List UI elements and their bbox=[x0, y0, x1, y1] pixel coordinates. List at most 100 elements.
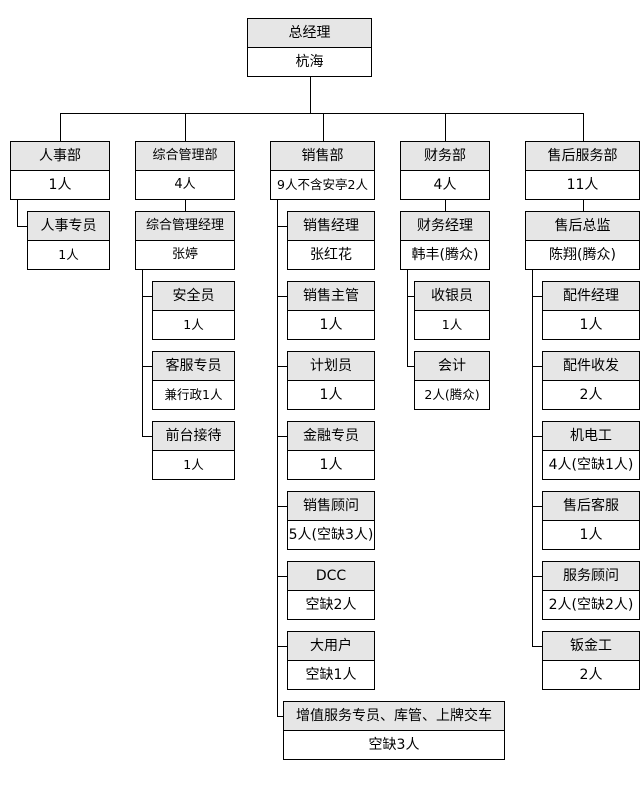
connector-child-elbow-2-7 bbox=[277, 716, 283, 717]
connector-child-elbow-2-5 bbox=[277, 576, 287, 577]
connector-child-elbow-2-4 bbox=[277, 506, 287, 507]
connector-department-drop-4 bbox=[582, 113, 584, 141]
node-root-value: 杭海 bbox=[248, 48, 371, 76]
node-child-3-0-title: 收银员 bbox=[415, 282, 489, 311]
connector-department-drop-3 bbox=[445, 113, 446, 141]
connector-child-elbow-3-1 bbox=[407, 366, 414, 367]
connector-child-elbow-2-2 bbox=[277, 366, 287, 367]
node-child-2-3-title: 金融专员 bbox=[288, 422, 374, 451]
node-child-2-6[interactable]: 大用户空缺1人 bbox=[287, 631, 375, 690]
connector-child-elbow-4-4 bbox=[532, 576, 542, 577]
connector-spine-2 bbox=[277, 199, 278, 716]
node-child-2-0-title: 销售经理 bbox=[288, 212, 374, 241]
node-child-2-2-title: 计划员 bbox=[288, 352, 374, 381]
connector-child-elbow-1-1 bbox=[142, 366, 152, 367]
node-child-1-1-value: 兼行政1人 bbox=[153, 381, 234, 409]
node-manager-3[interactable]: 财务经理韩丰(腾众) bbox=[400, 211, 490, 270]
node-child-1-1[interactable]: 客服专员兼行政1人 bbox=[152, 351, 235, 410]
node-root-title: 总经理 bbox=[248, 19, 371, 48]
node-child-2-4-value: 5人(空缺3人) bbox=[288, 521, 374, 549]
connector-child-elbow-2-3 bbox=[277, 436, 287, 437]
connector-child-elbow-1-0 bbox=[142, 296, 152, 297]
connector-child-elbow-2-0 bbox=[277, 226, 287, 227]
node-department-3-title: 财务部 bbox=[401, 142, 489, 171]
node-department-3-value: 4人 bbox=[401, 171, 489, 199]
node-department-0-title: 人事部 bbox=[11, 142, 109, 171]
connector-spine-4 bbox=[532, 269, 533, 646]
connector-manager-1 bbox=[185, 199, 186, 211]
connector-department-bus bbox=[60, 113, 583, 114]
node-child-2-6-value: 空缺1人 bbox=[288, 661, 374, 689]
node-department-4-title: 售后服务部 bbox=[526, 142, 639, 171]
connector-spine-1 bbox=[142, 269, 143, 436]
node-child-2-0[interactable]: 销售经理张红花 bbox=[287, 211, 375, 270]
node-child-4-3-title: 售后客服 bbox=[543, 492, 639, 521]
node-department-1-title: 综合管理部 bbox=[136, 142, 234, 171]
node-root[interactable]: 总经理杭海 bbox=[247, 18, 372, 77]
node-manager-1-value: 张婷 bbox=[136, 241, 234, 269]
node-child-0-0-title: 人事专员 bbox=[28, 212, 109, 241]
node-department-1-value: 4人 bbox=[136, 171, 234, 199]
connector-spine-3 bbox=[407, 269, 408, 366]
node-child-2-7-value: 空缺3人 bbox=[284, 731, 504, 759]
node-child-2-7[interactable]: 增值服务专员、库管、上牌交车空缺3人 bbox=[283, 701, 505, 760]
node-child-1-2-value: 1人 bbox=[153, 451, 234, 479]
connector-manager-4 bbox=[582, 199, 584, 211]
node-child-3-0-value: 1人 bbox=[415, 311, 489, 339]
connector-department-drop-1 bbox=[185, 113, 186, 141]
node-child-3-1-title: 会计 bbox=[415, 352, 489, 381]
connector-spine-0 bbox=[17, 199, 18, 226]
node-child-2-4-title: 销售顾问 bbox=[288, 492, 374, 521]
node-manager-3-title: 财务经理 bbox=[401, 212, 489, 241]
node-manager-1[interactable]: 综合管理经理张婷 bbox=[135, 211, 235, 270]
connector-manager-3 bbox=[445, 199, 446, 211]
node-child-4-0-value: 1人 bbox=[543, 311, 639, 339]
node-child-4-2-title: 机电工 bbox=[543, 422, 639, 451]
node-department-4-value: 11人 bbox=[526, 171, 639, 199]
node-department-0-value: 1人 bbox=[11, 171, 109, 199]
node-department-2-value: 9人不含安亭2人 bbox=[271, 171, 374, 199]
node-child-4-5-value: 2人 bbox=[543, 661, 639, 689]
node-child-1-1-title: 客服专员 bbox=[153, 352, 234, 381]
node-child-2-5-title: DCC bbox=[288, 562, 374, 591]
node-child-3-1-value: 2人(腾众) bbox=[415, 381, 489, 409]
connector-root-stem bbox=[309, 76, 311, 113]
node-child-4-4-title: 服务顾问 bbox=[543, 562, 639, 591]
node-child-2-3-value: 1人 bbox=[288, 451, 374, 479]
node-child-4-5-title: 钣金工 bbox=[543, 632, 639, 661]
connector-child-elbow-2-1 bbox=[277, 296, 287, 297]
connector-child-elbow-1-2 bbox=[142, 436, 152, 437]
node-child-0-0-value: 1人 bbox=[28, 241, 109, 269]
connector-child-elbow-0-0 bbox=[17, 226, 27, 227]
connector-child-elbow-4-0 bbox=[532, 296, 542, 297]
node-child-4-0-title: 配件经理 bbox=[543, 282, 639, 311]
node-child-2-0-value: 张红花 bbox=[288, 241, 374, 269]
node-child-2-2-value: 1人 bbox=[288, 381, 374, 409]
node-child-4-1-title: 配件收发 bbox=[543, 352, 639, 381]
connector-child-elbow-3-0 bbox=[407, 296, 414, 297]
node-manager-4[interactable]: 售后总监陈翔(腾众) bbox=[525, 211, 640, 270]
node-child-4-3-value: 1人 bbox=[543, 521, 639, 549]
